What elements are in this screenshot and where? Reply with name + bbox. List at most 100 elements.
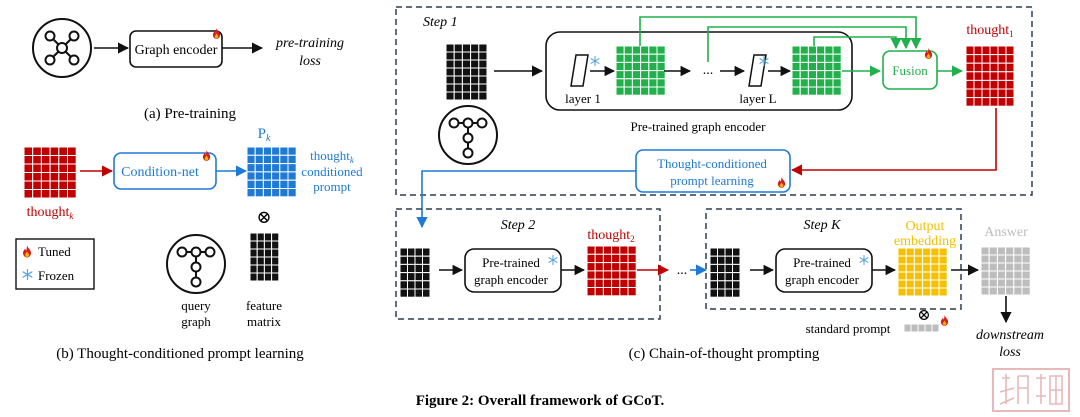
matrix-cell bbox=[965, 62, 975, 73]
matrix-cell bbox=[470, 91, 480, 101]
matrix-cell bbox=[602, 262, 613, 272]
pretrained-encoder-label: Pre-trained graph encoder bbox=[631, 119, 767, 134]
matrix-cell bbox=[732, 272, 741, 282]
query-graph-icon bbox=[166, 234, 226, 294]
matrix-cell bbox=[478, 67, 488, 77]
matrix-cell bbox=[1021, 270, 1031, 280]
matrix-cell bbox=[938, 271, 948, 281]
matrix-cell bbox=[287, 163, 297, 173]
matrix-cell bbox=[980, 270, 990, 280]
matrix-cell bbox=[816, 45, 826, 55]
matrix-cell bbox=[1005, 286, 1015, 296]
matrix-cell bbox=[973, 71, 983, 81]
matrix-cell bbox=[709, 288, 718, 298]
matrix-cell bbox=[905, 263, 915, 273]
matrix-cell bbox=[988, 278, 998, 288]
matrix-cell bbox=[249, 232, 258, 242]
matrix-cell bbox=[49, 180, 60, 190]
matrix-cell bbox=[938, 263, 948, 273]
matrix-cell bbox=[627, 278, 637, 289]
matrix-cell bbox=[254, 188, 264, 198]
matrix-cell bbox=[997, 71, 1007, 81]
matrix-cell bbox=[623, 53, 633, 63]
matrix-cell bbox=[791, 70, 801, 80]
matrix-cell bbox=[989, 79, 999, 90]
matrix-cell bbox=[648, 86, 658, 96]
matrix-cell bbox=[832, 70, 842, 80]
matrix-cell bbox=[1005, 71, 1015, 81]
matrix-cell bbox=[249, 264, 258, 274]
matrix-cell bbox=[627, 287, 637, 297]
matrix-cell bbox=[656, 70, 666, 80]
matrix-cell bbox=[271, 171, 281, 181]
legend-box: Tuned Frozen bbox=[15, 238, 95, 290]
matrix-cell bbox=[49, 163, 60, 173]
matrix-cell bbox=[453, 51, 463, 61]
matrix-cell bbox=[461, 75, 472, 85]
matrix-cell bbox=[478, 43, 488, 53]
matrix-cell bbox=[249, 240, 258, 250]
matrix-cell bbox=[1021, 286, 1031, 296]
matrix-cell bbox=[399, 263, 408, 274]
matrix-cell bbox=[453, 59, 463, 69]
downstream-loss-line1: downstream bbox=[976, 328, 1044, 343]
matrix-cell bbox=[262, 171, 273, 181]
middle-ellipsis: ... bbox=[677, 263, 688, 278]
matrix-cell bbox=[263, 248, 273, 258]
matrix-cell bbox=[478, 51, 488, 61]
matrix-cell bbox=[816, 70, 826, 80]
thought2-label: thought2 bbox=[587, 228, 634, 244]
matrix-cell bbox=[32, 172, 42, 182]
query-graph-line1: query bbox=[181, 298, 211, 313]
matrix-cell bbox=[631, 86, 642, 96]
matrix-cell bbox=[23, 163, 34, 173]
step1-input-feature-matrix bbox=[445, 43, 488, 101]
matrix-cell bbox=[611, 262, 621, 272]
matrix-cell bbox=[287, 179, 297, 189]
matrix-cell bbox=[832, 53, 842, 63]
matrix-cell bbox=[453, 75, 463, 85]
matrix-cell bbox=[287, 146, 297, 156]
tuned-flame-icon bbox=[212, 28, 221, 39]
matrix-cell bbox=[807, 45, 818, 55]
matrix-cell bbox=[279, 171, 289, 181]
matrix-cell bbox=[422, 272, 431, 282]
matrix-cell bbox=[262, 163, 273, 173]
matrix-cell bbox=[602, 278, 613, 289]
matrix-cell bbox=[254, 171, 264, 181]
matrix-cell bbox=[917, 323, 926, 333]
matrix-cell bbox=[445, 43, 455, 53]
matrix-cell bbox=[924, 323, 933, 333]
layer-ellipsis: ... bbox=[703, 63, 714, 78]
matrix-cell bbox=[997, 62, 1007, 73]
matrix-cell bbox=[897, 263, 907, 273]
matrix-cell bbox=[816, 61, 826, 72]
matrix-cell bbox=[594, 287, 604, 297]
matrix-cell bbox=[648, 78, 658, 88]
matrix-cell bbox=[997, 79, 1007, 90]
matrix-cell bbox=[32, 180, 42, 190]
matrix-cell bbox=[913, 287, 924, 297]
matrix-cell bbox=[407, 288, 416, 298]
matrix-cell bbox=[922, 263, 932, 273]
matrix-cell bbox=[627, 253, 637, 264]
matrix-cell bbox=[996, 246, 1007, 256]
step1-label: Step 1 bbox=[423, 15, 458, 30]
matrix-cell bbox=[602, 253, 613, 264]
matrix-cell bbox=[922, 255, 932, 265]
matrix-cell bbox=[279, 188, 289, 198]
matrix-cell bbox=[58, 163, 68, 173]
stepK-encoder-line2: graph encoder bbox=[785, 272, 860, 287]
matrix-cell bbox=[407, 263, 416, 274]
matrix-cell bbox=[461, 51, 472, 61]
matrix-cell bbox=[913, 271, 924, 281]
matrix-cell bbox=[732, 255, 741, 265]
matrix-cell bbox=[897, 287, 907, 297]
matrix-cell bbox=[453, 83, 463, 93]
caption-b: (b) Thought-conditioned prompt learning bbox=[56, 346, 304, 362]
matrix-cell bbox=[973, 79, 983, 90]
matrix-cell bbox=[1005, 246, 1015, 256]
matrix-cell bbox=[965, 45, 975, 56]
matrix-cell bbox=[67, 146, 77, 156]
layer1-label: layer 1 bbox=[565, 91, 601, 106]
